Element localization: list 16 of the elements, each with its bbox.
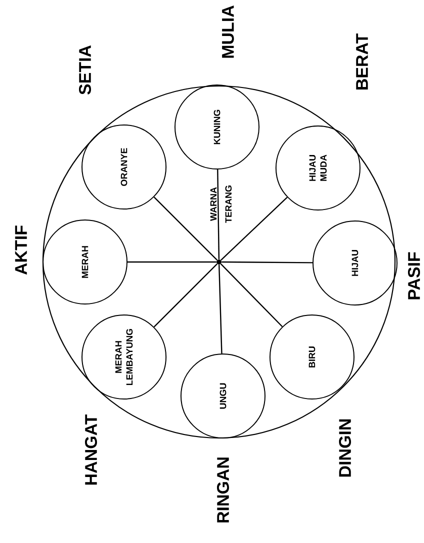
- quality-label: BERAT: [356, 34, 368, 90]
- quality-label: DINGIN: [338, 419, 352, 477]
- spoke-line: [222, 261, 313, 264]
- spoke-line: [220, 264, 283, 328]
- quality-label: AKTIF: [15, 226, 27, 275]
- spoke-line: [154, 264, 218, 328]
- spoke-line: [128, 261, 216, 263]
- spoke-line: [220, 196, 288, 261]
- center-label: WARNA TERANG: [210, 186, 232, 223]
- quality-label: RINGAN: [216, 458, 230, 522]
- spoke-line: [217, 169, 220, 260]
- quality-label: HANGAT: [84, 414, 98, 485]
- spoke-line: [154, 196, 218, 261]
- quality-label: MULIA: [222, 6, 234, 58]
- spoke-line: [218, 264, 222, 354]
- quality-label: SETIA: [78, 45, 92, 95]
